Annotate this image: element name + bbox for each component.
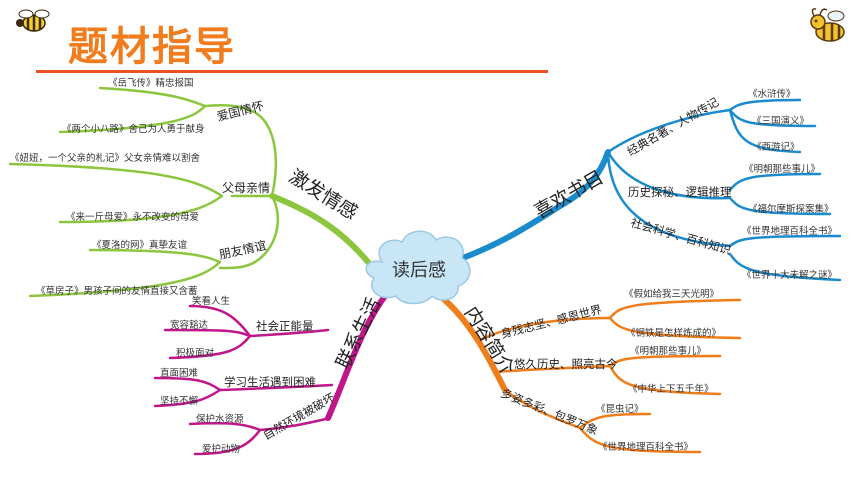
emotion-group-1: 爱国情怀	[215, 99, 265, 124]
books-leaf-line-2	[728, 108, 817, 128]
emotion-group-2: 父母亲情	[222, 181, 270, 195]
books-link-2	[606, 150, 732, 200]
life-leaf-line-2	[163, 328, 252, 338]
emotion-leaf-6: 《草房子》男孩子间的友情直接又含蓄	[36, 285, 198, 297]
books-leaf-line-7	[728, 252, 842, 282]
emotion-leaf-line-3	[8, 162, 224, 198]
books-group-2: 历史探秘、逻辑推理	[628, 185, 732, 199]
content-group-1: 身残志坚、感恩世界	[499, 302, 603, 341]
center-label: 读后感	[392, 260, 446, 281]
emotion-link-1	[203, 103, 278, 198]
branch-life-main	[325, 293, 388, 421]
life-link-2	[218, 383, 334, 392]
life-link-3	[258, 416, 332, 432]
content-leaf-line-4	[608, 364, 722, 396]
title-underline	[36, 70, 548, 73]
life-leaf-line-7	[193, 428, 262, 456]
content-leaf-line-6	[578, 426, 702, 454]
books-link-3	[606, 150, 732, 248]
content-group-3: 多姿多彩、包罗万象	[499, 386, 600, 438]
life-group-1: 社会正能量	[256, 319, 314, 333]
branch-life-label: 联系生活	[332, 294, 385, 372]
emotion-leaf-line-5	[88, 248, 222, 264]
content-link-2	[493, 364, 612, 374]
books-link-1	[606, 108, 732, 154]
life-leaf-2: 宽容豁达	[170, 319, 209, 331]
branch-books-label: 喜欢书目	[531, 166, 608, 223]
branch-emotion-label: 激发情感	[285, 165, 361, 224]
content-link-3	[503, 388, 582, 430]
books-leaf-line-3	[728, 108, 802, 154]
books-leaf-6: 《世界地理百科全书》	[742, 225, 837, 237]
emotion-leaf-line-6	[28, 260, 222, 298]
books-leaf-line-6	[728, 234, 842, 248]
books-leaf-3: 《西游记》	[752, 141, 800, 153]
emotion-link-3	[218, 194, 280, 270]
life-leaf-4: 直面困难	[160, 367, 199, 379]
life-link-1	[248, 328, 330, 338]
branch-emotion-main	[269, 193, 371, 265]
content-leaf-6: 《世界地理百科全书》	[598, 441, 693, 453]
branch-books-main	[449, 149, 611, 265]
life-leaf-line-4	[153, 376, 222, 392]
content-group-2: 悠久历史、照亮古今	[514, 357, 618, 371]
life-leaf-5: 坚持不懈	[160, 395, 199, 407]
content-link-1	[478, 316, 612, 342]
emotion-leaf-5: 《夏洛的网》真挚友谊	[92, 239, 188, 251]
content-leaf-line-5	[578, 412, 652, 430]
content-leaf-2: 《钢铁是怎样炼成的》	[626, 327, 721, 339]
center-cloud	[365, 230, 471, 305]
life-leaf-line-1	[188, 304, 252, 338]
emotion-leaf-line-4	[58, 194, 224, 224]
emotion-leaf-1: 《岳飞传》精忠报国	[108, 77, 194, 89]
life-leaf-line-6	[188, 422, 262, 432]
books-leaf-1: 《水浒传》	[748, 88, 796, 100]
emotion-leaf-line-2	[58, 104, 207, 134]
content-leaf-4: 《中华上下五千年》	[628, 383, 714, 395]
content-leaf-1: 《假如给我三天光明》	[624, 288, 719, 300]
books-group-3: 社会科学、百科知识	[629, 215, 732, 257]
life-leaf-1: 笑看人生	[192, 295, 231, 307]
books-leaf-4: 《明朝那些事儿》	[744, 163, 820, 175]
branch-content-label: 内容简介	[460, 303, 519, 379]
life-leaf-3: 积极面对	[176, 347, 215, 359]
books-leaf-line-1	[728, 98, 802, 112]
bee-icon	[16, 9, 50, 32]
page-title: 题材指导	[68, 24, 236, 70]
content-leaf-line-2	[608, 316, 742, 340]
life-leaf-line-5	[153, 388, 222, 408]
books-leaf-7: 《世界十大未解之谜》	[742, 269, 837, 281]
content-leaf-line-1	[608, 298, 742, 320]
content-leaf-line-3	[608, 354, 722, 368]
emotion-leaf-line-1	[98, 86, 207, 108]
books-group-1: 经典名著、人物传记	[625, 94, 722, 158]
books-leaf-5: 《福尔摩斯探案集》	[748, 203, 834, 215]
books-leaf-2: 《三国演义》	[752, 115, 809, 127]
content-leaf-5: 《昆虫记》	[596, 403, 644, 415]
emotion-leaf-2: 《两个小八路》舍己为人勇于献身	[62, 123, 205, 135]
content-leaf-3: 《明朝那些事儿》	[630, 345, 706, 357]
life-leaf-7: 爱护动物	[202, 443, 241, 455]
books-leaf-line-5	[728, 196, 832, 216]
life-leaf-line-3	[168, 334, 252, 360]
emotion-leaf-3: 《妞妞，一个父亲的札记》父女亲情难以割舍	[10, 152, 201, 164]
books-leaf-line-4	[728, 172, 822, 192]
life-leaf-6: 保护水资源	[196, 413, 244, 425]
cartoon-bee-icon	[810, 8, 845, 42]
life-group-2: 学习生活遇到困难	[224, 375, 316, 389]
branch-content-main	[437, 293, 508, 393]
emotion-leaf-4: 《来一斤母爱》永不改变的母爱	[66, 211, 199, 223]
